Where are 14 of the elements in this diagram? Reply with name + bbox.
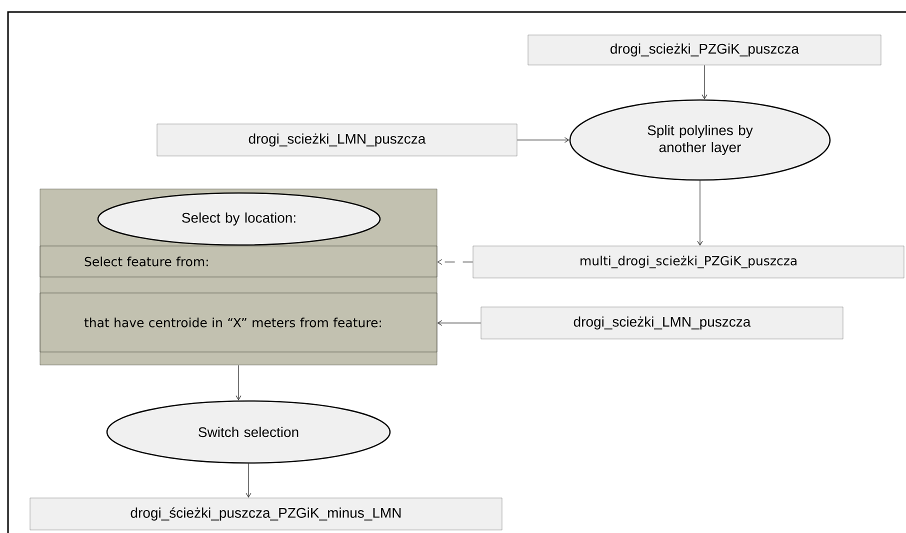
layer-box: drogi_ścieżki_puszcza_PZGiK_minus_LMN (30, 498, 502, 530)
arrow (516, 137, 570, 143)
layer-box: drogi_scieżki_LMN_puszcza (156, 124, 518, 156)
form-row: Select feature from: (40, 246, 438, 278)
layer-box: drogi_scieżki_PZGiK_puszcza (528, 34, 882, 66)
arrow (437, 259, 474, 265)
layer-box: drogi_scieżki_LMN_puszcza (480, 306, 844, 340)
layer-box: multi_drogi_scieżki_PZGiK_puszcza (472, 246, 904, 278)
arrow (697, 180, 703, 246)
arrow (437, 320, 482, 326)
arrow (702, 64, 708, 100)
form-row: that have centroide in “X” meters from feature: (40, 292, 438, 352)
arrow (246, 463, 252, 498)
arrow (236, 364, 242, 400)
